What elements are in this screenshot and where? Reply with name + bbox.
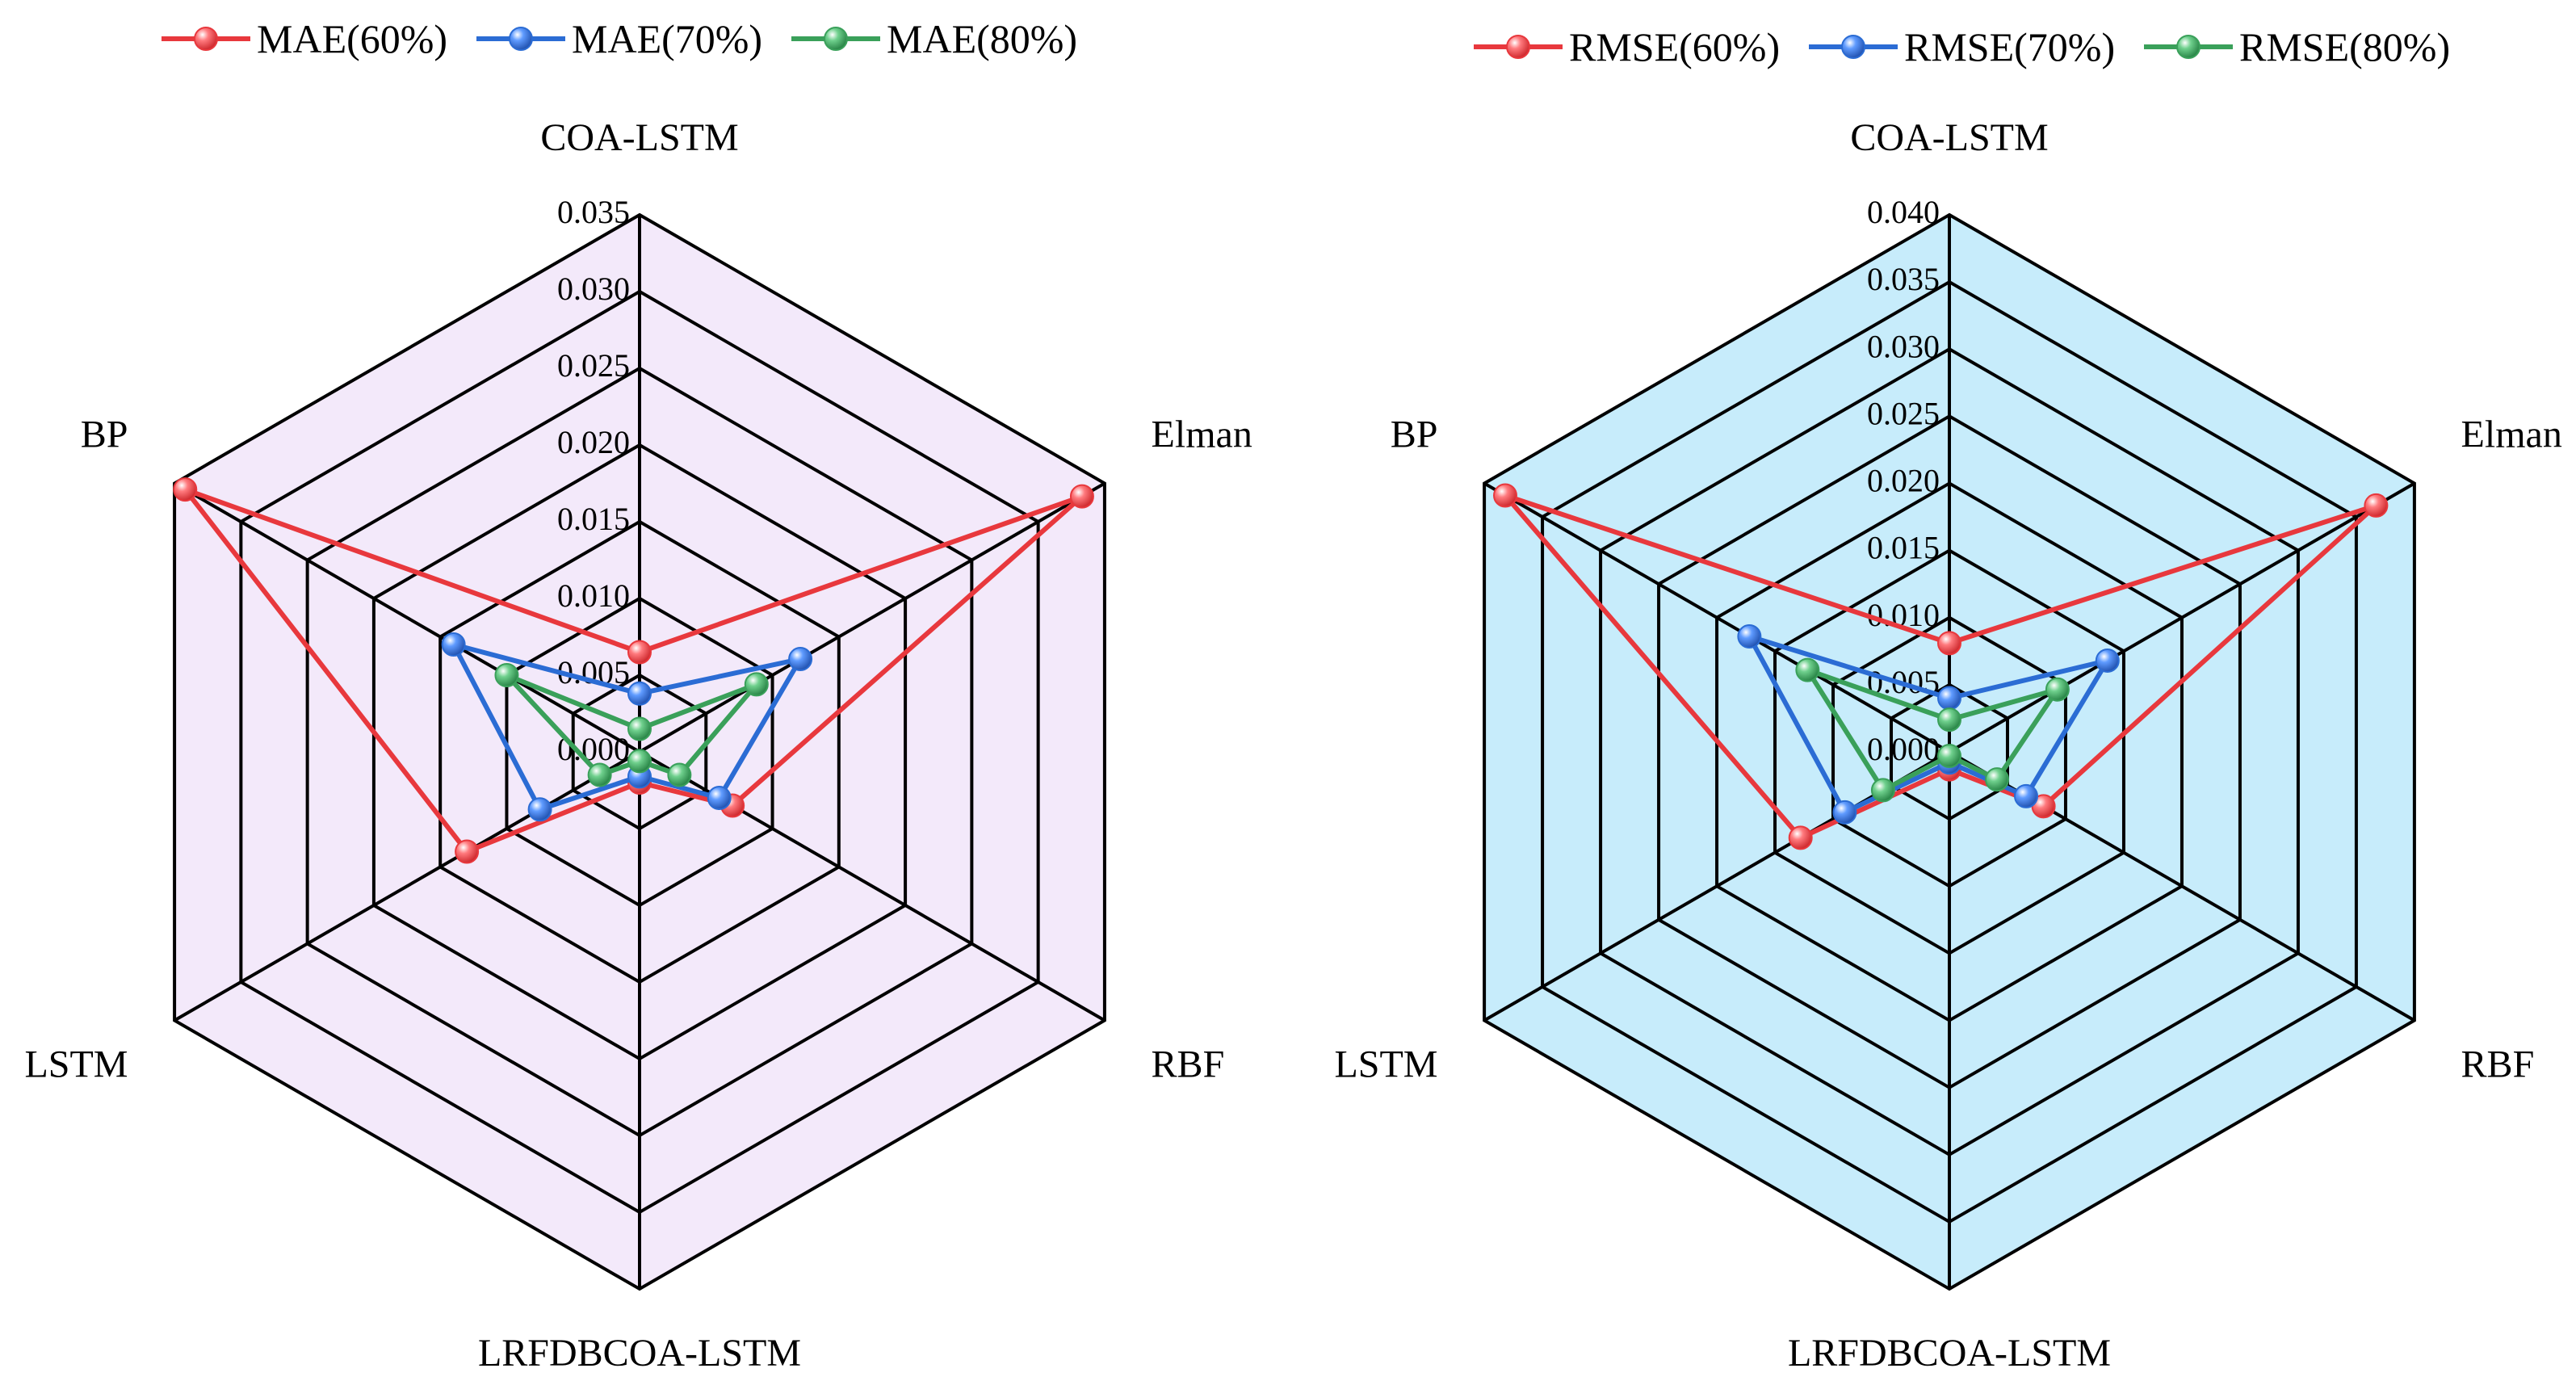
data-point-rmse-60	[1937, 631, 1961, 656]
data-point-rmse-70	[2095, 648, 2120, 673]
legend-label: MAE(60%)	[257, 16, 447, 61]
tick-label: 0.040	[1867, 194, 1940, 230]
axis-spoke	[638, 481, 1105, 753]
legend-label: RMSE(70%)	[1904, 24, 2115, 69]
tick-label: 0.010	[557, 577, 630, 614]
tick-label: 0.015	[557, 501, 630, 537]
axis-label-lstm: LSTM	[24, 1043, 128, 1086]
legend-marker	[2176, 35, 2201, 59]
data-point-mae-80	[667, 762, 692, 787]
axis-label-lrfdbcoa-lstm: LRFDBCOA-LSTM	[1788, 1332, 2111, 1375]
legend-label: MAE(80%)	[887, 16, 1077, 61]
data-point-rmse-60	[1493, 483, 1518, 508]
legend-label: RMSE(80%)	[2239, 24, 2450, 69]
data-point-mae-70	[627, 681, 652, 706]
data-point-rmse-80	[1937, 743, 1961, 768]
legend-marker	[1506, 35, 1530, 59]
legend-marker	[824, 27, 848, 51]
axis-label-lrfdbcoa-lstm: LRFDBCOA-LSTM	[478, 1332, 801, 1375]
legend-marker	[194, 27, 218, 51]
legend-item-mae-80: MAE(80%)	[791, 16, 1077, 61]
rmse-radar-chart: 0.0000.0050.0100.0150.0200.0250.0300.035…	[1334, 24, 2561, 1375]
tick-label: 0.015	[1867, 530, 1940, 566]
legend-item-mae-60: MAE(60%)	[162, 16, 447, 61]
axis-label-lstm: LSTM	[1334, 1043, 1437, 1086]
tick-label: 0.000	[1867, 731, 1940, 767]
axis-spoke	[1483, 481, 1951, 753]
data-point-rmse-70	[2014, 783, 2039, 808]
data-point-mae-80	[744, 672, 769, 697]
data-point-rmse-70	[1832, 800, 1857, 825]
axis-label-coa-lstm: COA-LSTM	[540, 116, 738, 159]
legend-item-rmse-80: RMSE(80%)	[2144, 24, 2450, 69]
axis-label-bp: BP	[1391, 413, 1438, 456]
axis-spoke	[174, 750, 641, 1022]
data-point-rmse-80	[1937, 707, 1961, 732]
data-point-rmse-60	[2364, 493, 2389, 518]
data-point-mae-80	[494, 663, 519, 687]
data-point-rmse-80	[1870, 778, 1895, 803]
data-point-mae-80	[587, 762, 612, 787]
data-point-mae-70	[441, 632, 466, 657]
legend-item-mae-70: MAE(70%)	[476, 16, 762, 61]
data-point-mae-60	[173, 477, 198, 502]
tick-label: 0.020	[557, 424, 630, 460]
tick-label: 0.005	[557, 654, 630, 690]
legend-item-rmse-60: RMSE(60%)	[1474, 24, 1780, 69]
legend-label: RMSE(60%)	[1569, 24, 1780, 69]
data-point-mae-80	[627, 716, 652, 741]
tick-label: 0.025	[1867, 395, 1940, 431]
axis-label-coa-lstm: COA-LSTM	[1850, 116, 2048, 159]
data-point-mae-70	[788, 647, 813, 672]
data-point-mae-60	[1069, 484, 1094, 509]
data-point-rmse-70	[1737, 624, 1762, 649]
axis-spoke	[1949, 481, 2415, 753]
axis-label-rbf: RBF	[2461, 1043, 2535, 1086]
data-point-mae-60	[455, 839, 480, 864]
tick-label: 0.030	[1867, 328, 1940, 364]
legend-marker	[1841, 35, 1865, 59]
data-point-rmse-70	[1937, 686, 1961, 711]
axis-spoke	[1483, 750, 1951, 1022]
tick-label: 0.000	[557, 731, 630, 767]
axis-label-rbf: RBF	[1152, 1043, 1225, 1086]
legend-item-rmse-70: RMSE(70%)	[1809, 24, 2115, 69]
axis-label-elman: Elman	[1152, 413, 1252, 456]
legend-marker	[509, 27, 533, 51]
tick-label: 0.020	[1867, 463, 1940, 499]
tick-label: 0.030	[557, 271, 630, 307]
axis-spoke	[174, 481, 641, 753]
legend-label: MAE(70%)	[572, 16, 762, 61]
axis-label-elman: Elman	[2461, 413, 2562, 456]
data-point-mae-70	[707, 786, 732, 810]
data-point-rmse-80	[1985, 767, 2010, 792]
data-point-rmse-80	[2045, 677, 2070, 702]
tick-label: 0.035	[1867, 261, 1940, 297]
tick-label: 0.025	[557, 347, 630, 384]
data-point-mae-60	[627, 640, 652, 665]
data-point-rmse-80	[1795, 657, 1820, 682]
mae-radar-chart: 0.000 0.005 0.010 0.015 0.020 0.025 0.030 0.035…	[24, 16, 1252, 1375]
data-point-mae-80	[627, 749, 652, 774]
data-point-mae-70	[527, 797, 552, 822]
tick-label: 0.035	[557, 194, 630, 230]
axis-label-bp: BP	[81, 413, 128, 456]
data-point-rmse-60	[1788, 825, 1813, 850]
